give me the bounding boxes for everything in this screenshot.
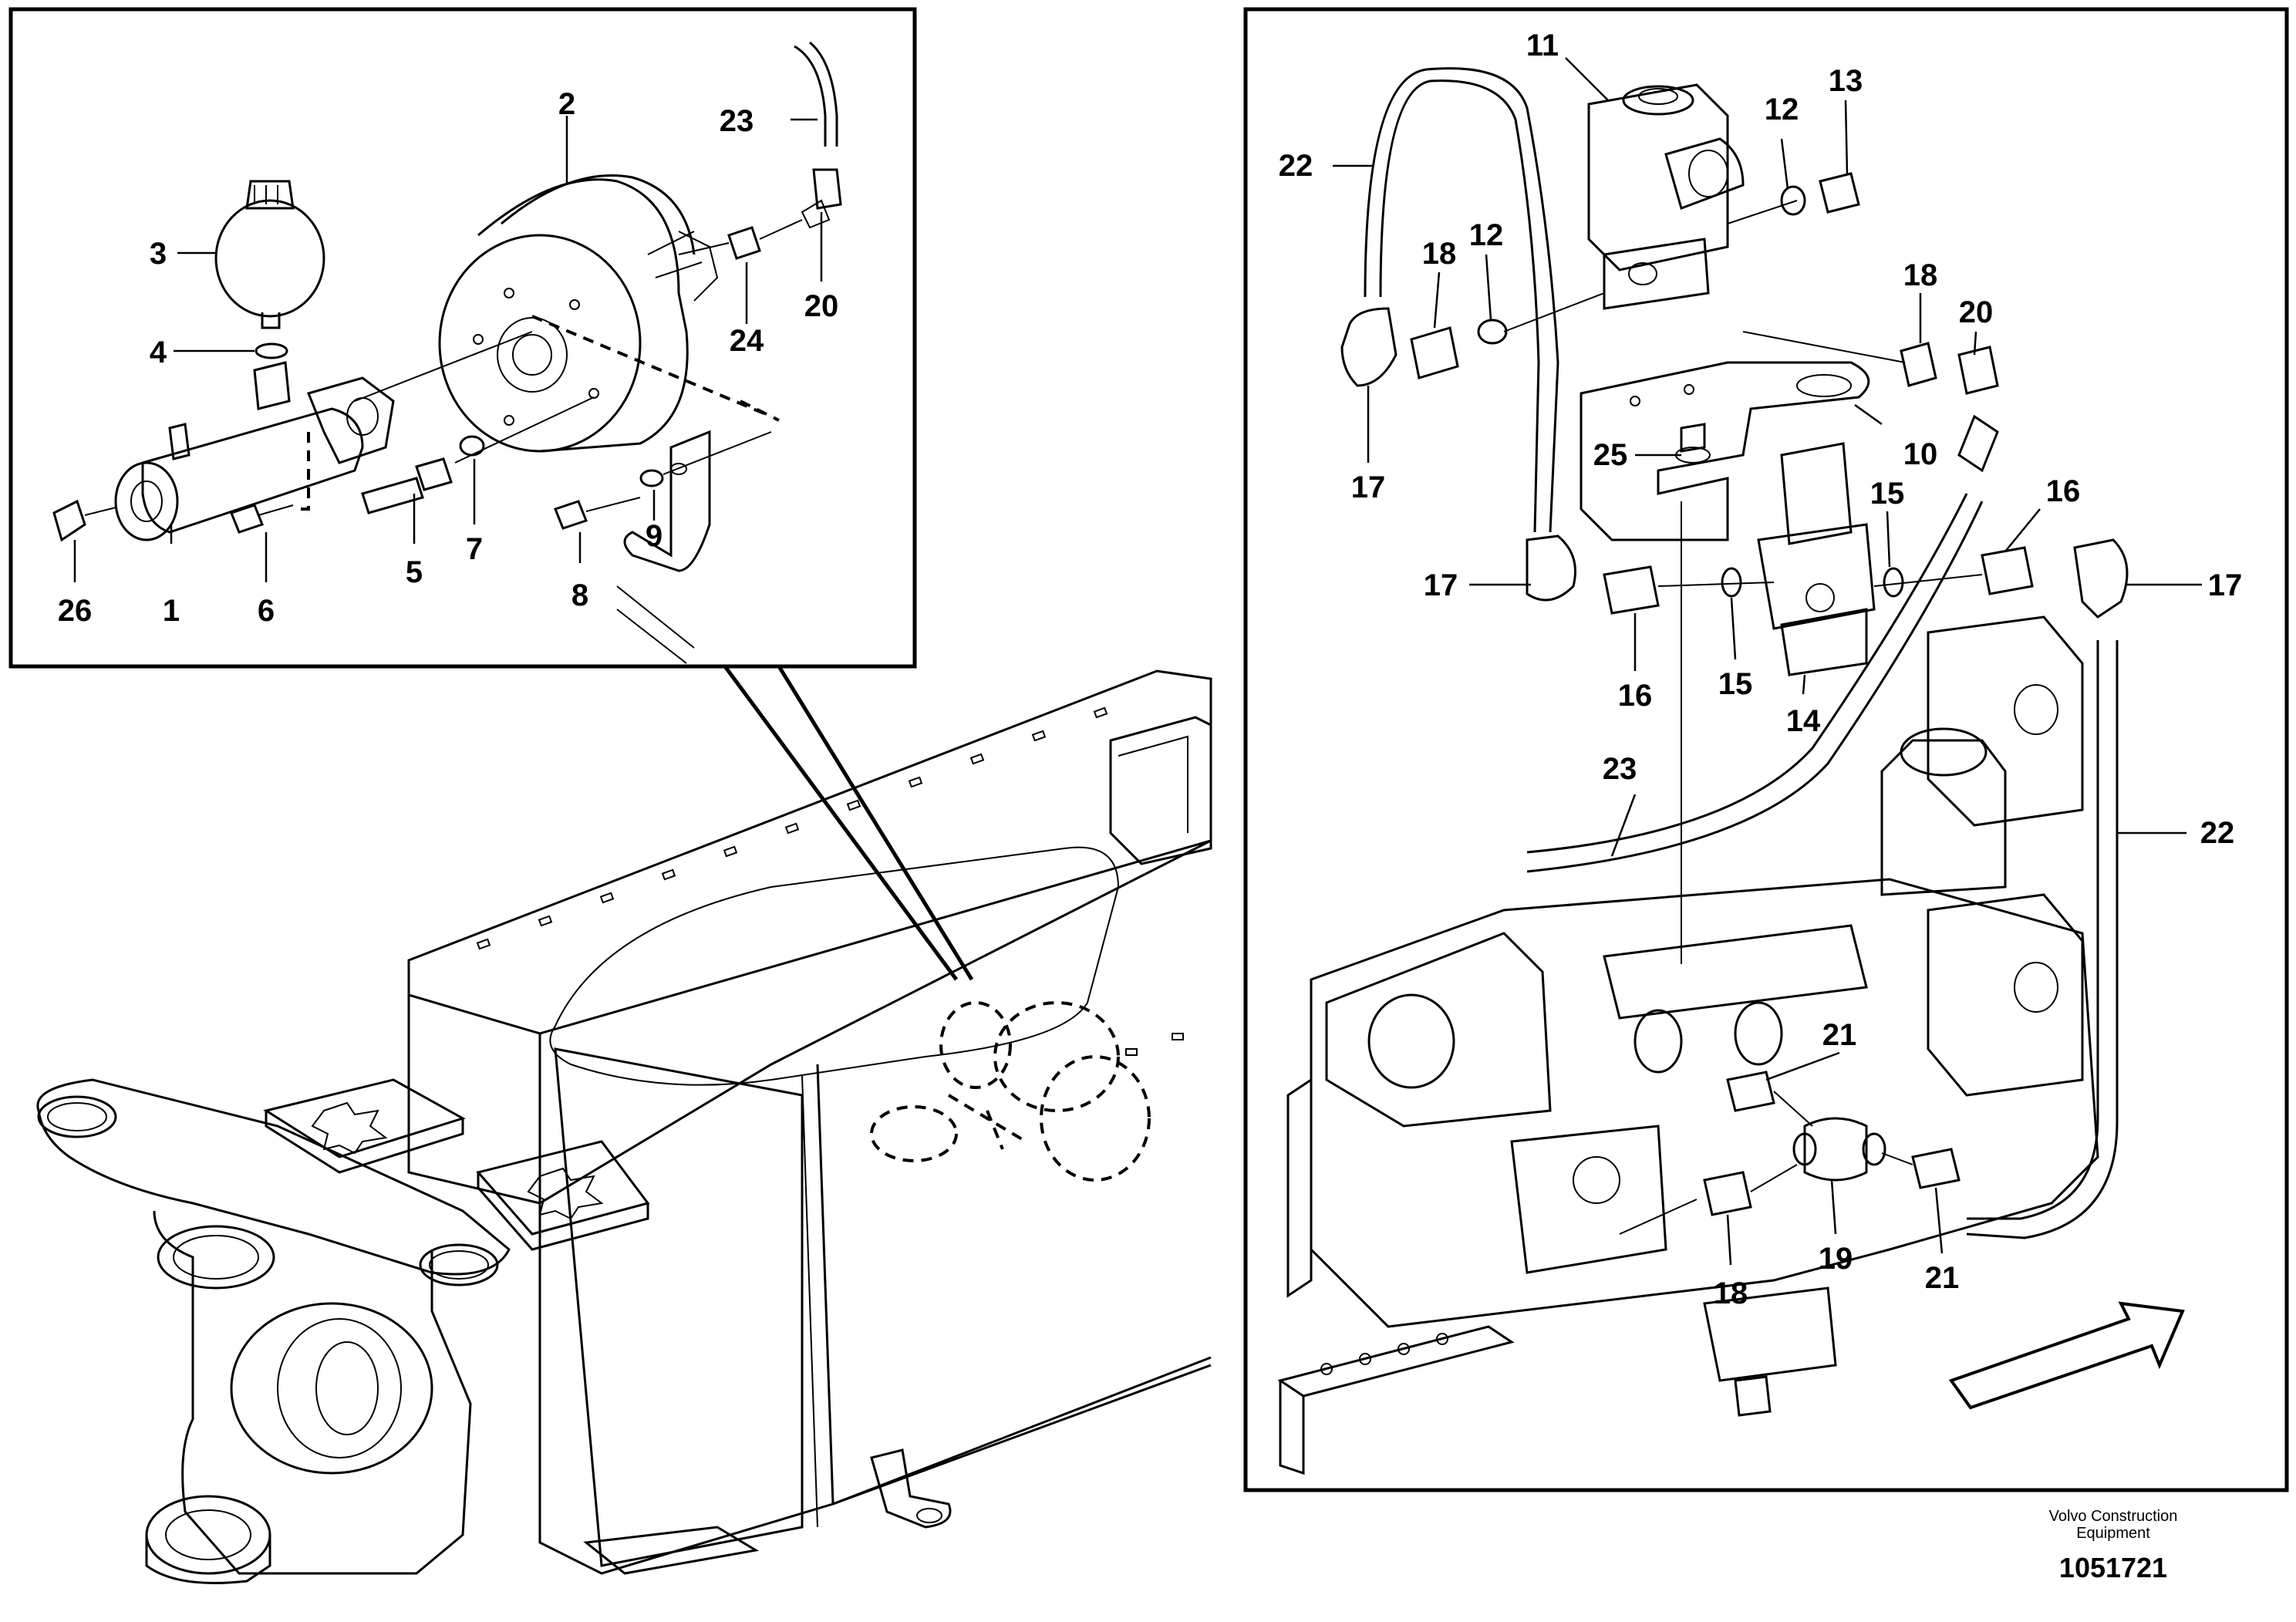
callout-12-right: 12 (1765, 93, 1799, 126)
callout-22-top: 22 (1279, 149, 1313, 183)
callout-17-right: 17 (2208, 568, 2243, 602)
publisher-credit: Volvo Construction Equipment (1998, 1508, 2229, 1542)
accumulator-part (214, 180, 325, 329)
credit-line-2: Equipment (2076, 1525, 2150, 1542)
callout-11: 11 (1526, 29, 1559, 62)
brake-booster-part (438, 174, 780, 453)
callout-4: 4 (150, 336, 167, 369)
callout-7: 7 (466, 532, 483, 566)
solenoid-valve-part (1587, 83, 1745, 310)
callout-labels: 1 2 3 4 5 6 7 8 9 20 23 24 26 11 12 13 2… (58, 29, 2243, 1310)
callout-12-left: 12 (1469, 218, 1504, 252)
callout-13: 13 (1829, 64, 1863, 98)
brake-booster-detail (8, 7, 974, 981)
chassis-frame-illustration (36, 669, 1212, 1584)
callout-15-bottom: 15 (1718, 667, 1753, 701)
callout-19: 19 (1819, 1242, 1853, 1276)
callout-18-left: 18 (1422, 237, 1457, 271)
valve-block-part (1310, 615, 2099, 1417)
callout-22-bottom: 22 (2200, 816, 2235, 850)
callout-15-top: 15 (1870, 477, 1905, 511)
air-valve-detail (1243, 7, 2289, 1492)
callout-23-right: 23 (1603, 752, 1637, 786)
callout-18-bottom: 18 (1714, 1276, 1748, 1310)
direction-arrow (1948, 1301, 2185, 1410)
callout-17-middle: 17 (1424, 568, 1458, 602)
callout-14: 14 (1786, 704, 1821, 738)
callout-1: 1 (163, 594, 180, 628)
callout-16-right: 16 (2046, 474, 2081, 508)
callout-leaders (73, 57, 2202, 1266)
master-cylinder-part (114, 331, 533, 541)
callout-25: 25 (1593, 438, 1628, 472)
callout-17-left: 17 (1351, 470, 1386, 504)
callout-18-right: 18 (1903, 258, 1938, 292)
callout-20-right: 20 (1959, 295, 1994, 329)
callout-21-top: 21 (1822, 1018, 1857, 1052)
callout-23: 23 (720, 104, 754, 138)
regulator-part (1757, 442, 1876, 676)
callout-26: 26 (58, 594, 93, 628)
document-number: 1051721 (2058, 1552, 2168, 1583)
callout-9: 9 (646, 519, 663, 553)
callout-21-bottom: 21 (1925, 1261, 1960, 1295)
callout-10: 10 (1903, 437, 1938, 471)
callout-2: 2 (558, 87, 575, 121)
credit-line-1: Volvo Construction (2048, 1508, 2178, 1525)
callout-20: 20 (804, 289, 839, 323)
callout-16-left: 16 (1618, 679, 1653, 713)
callout-3: 3 (150, 237, 167, 271)
callout-5: 5 (406, 555, 423, 589)
callout-24: 24 (730, 324, 764, 358)
callout-8: 8 (571, 578, 588, 612)
callout-6: 6 (258, 594, 275, 628)
